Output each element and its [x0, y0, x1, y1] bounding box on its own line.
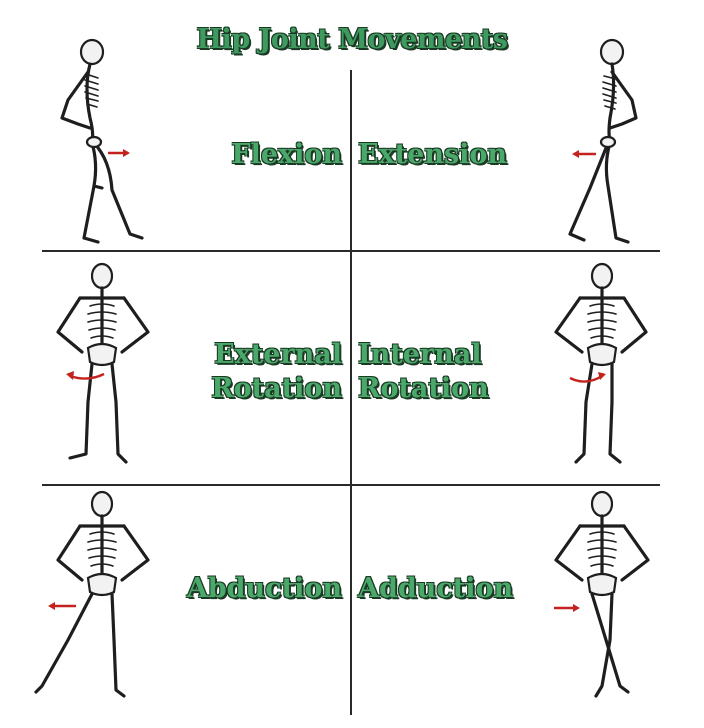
skeleton-front-adduction-icon: [554, 490, 650, 698]
curved-arrow-right-icon: [569, 374, 603, 383]
vertical-divider: [350, 70, 352, 715]
label-external-rotation: External Rotation: [211, 339, 342, 404]
label-flexion: Flexion: [231, 139, 342, 170]
label-abduction: Abduction: [186, 573, 342, 604]
label-adduction: Adduction: [358, 573, 514, 604]
label-internal-rotation: Internal Rotation: [358, 339, 489, 404]
skeleton-side-flexion-icon: [60, 38, 144, 244]
horizontal-divider-2: [42, 484, 660, 486]
horizontal-divider-1: [42, 250, 660, 252]
label-extension: Extension: [358, 139, 508, 170]
skeleton-side-extension-icon: [568, 38, 638, 244]
diagram-title: Hip Joint Movements: [196, 24, 508, 55]
curved-arrow-left-icon: [69, 372, 105, 380]
skeleton-front-abduction-icon: [34, 490, 150, 698]
skeleton-front-internal-rotation-icon: [554, 262, 648, 464]
skeleton-front-external-rotation-icon: [56, 262, 150, 464]
